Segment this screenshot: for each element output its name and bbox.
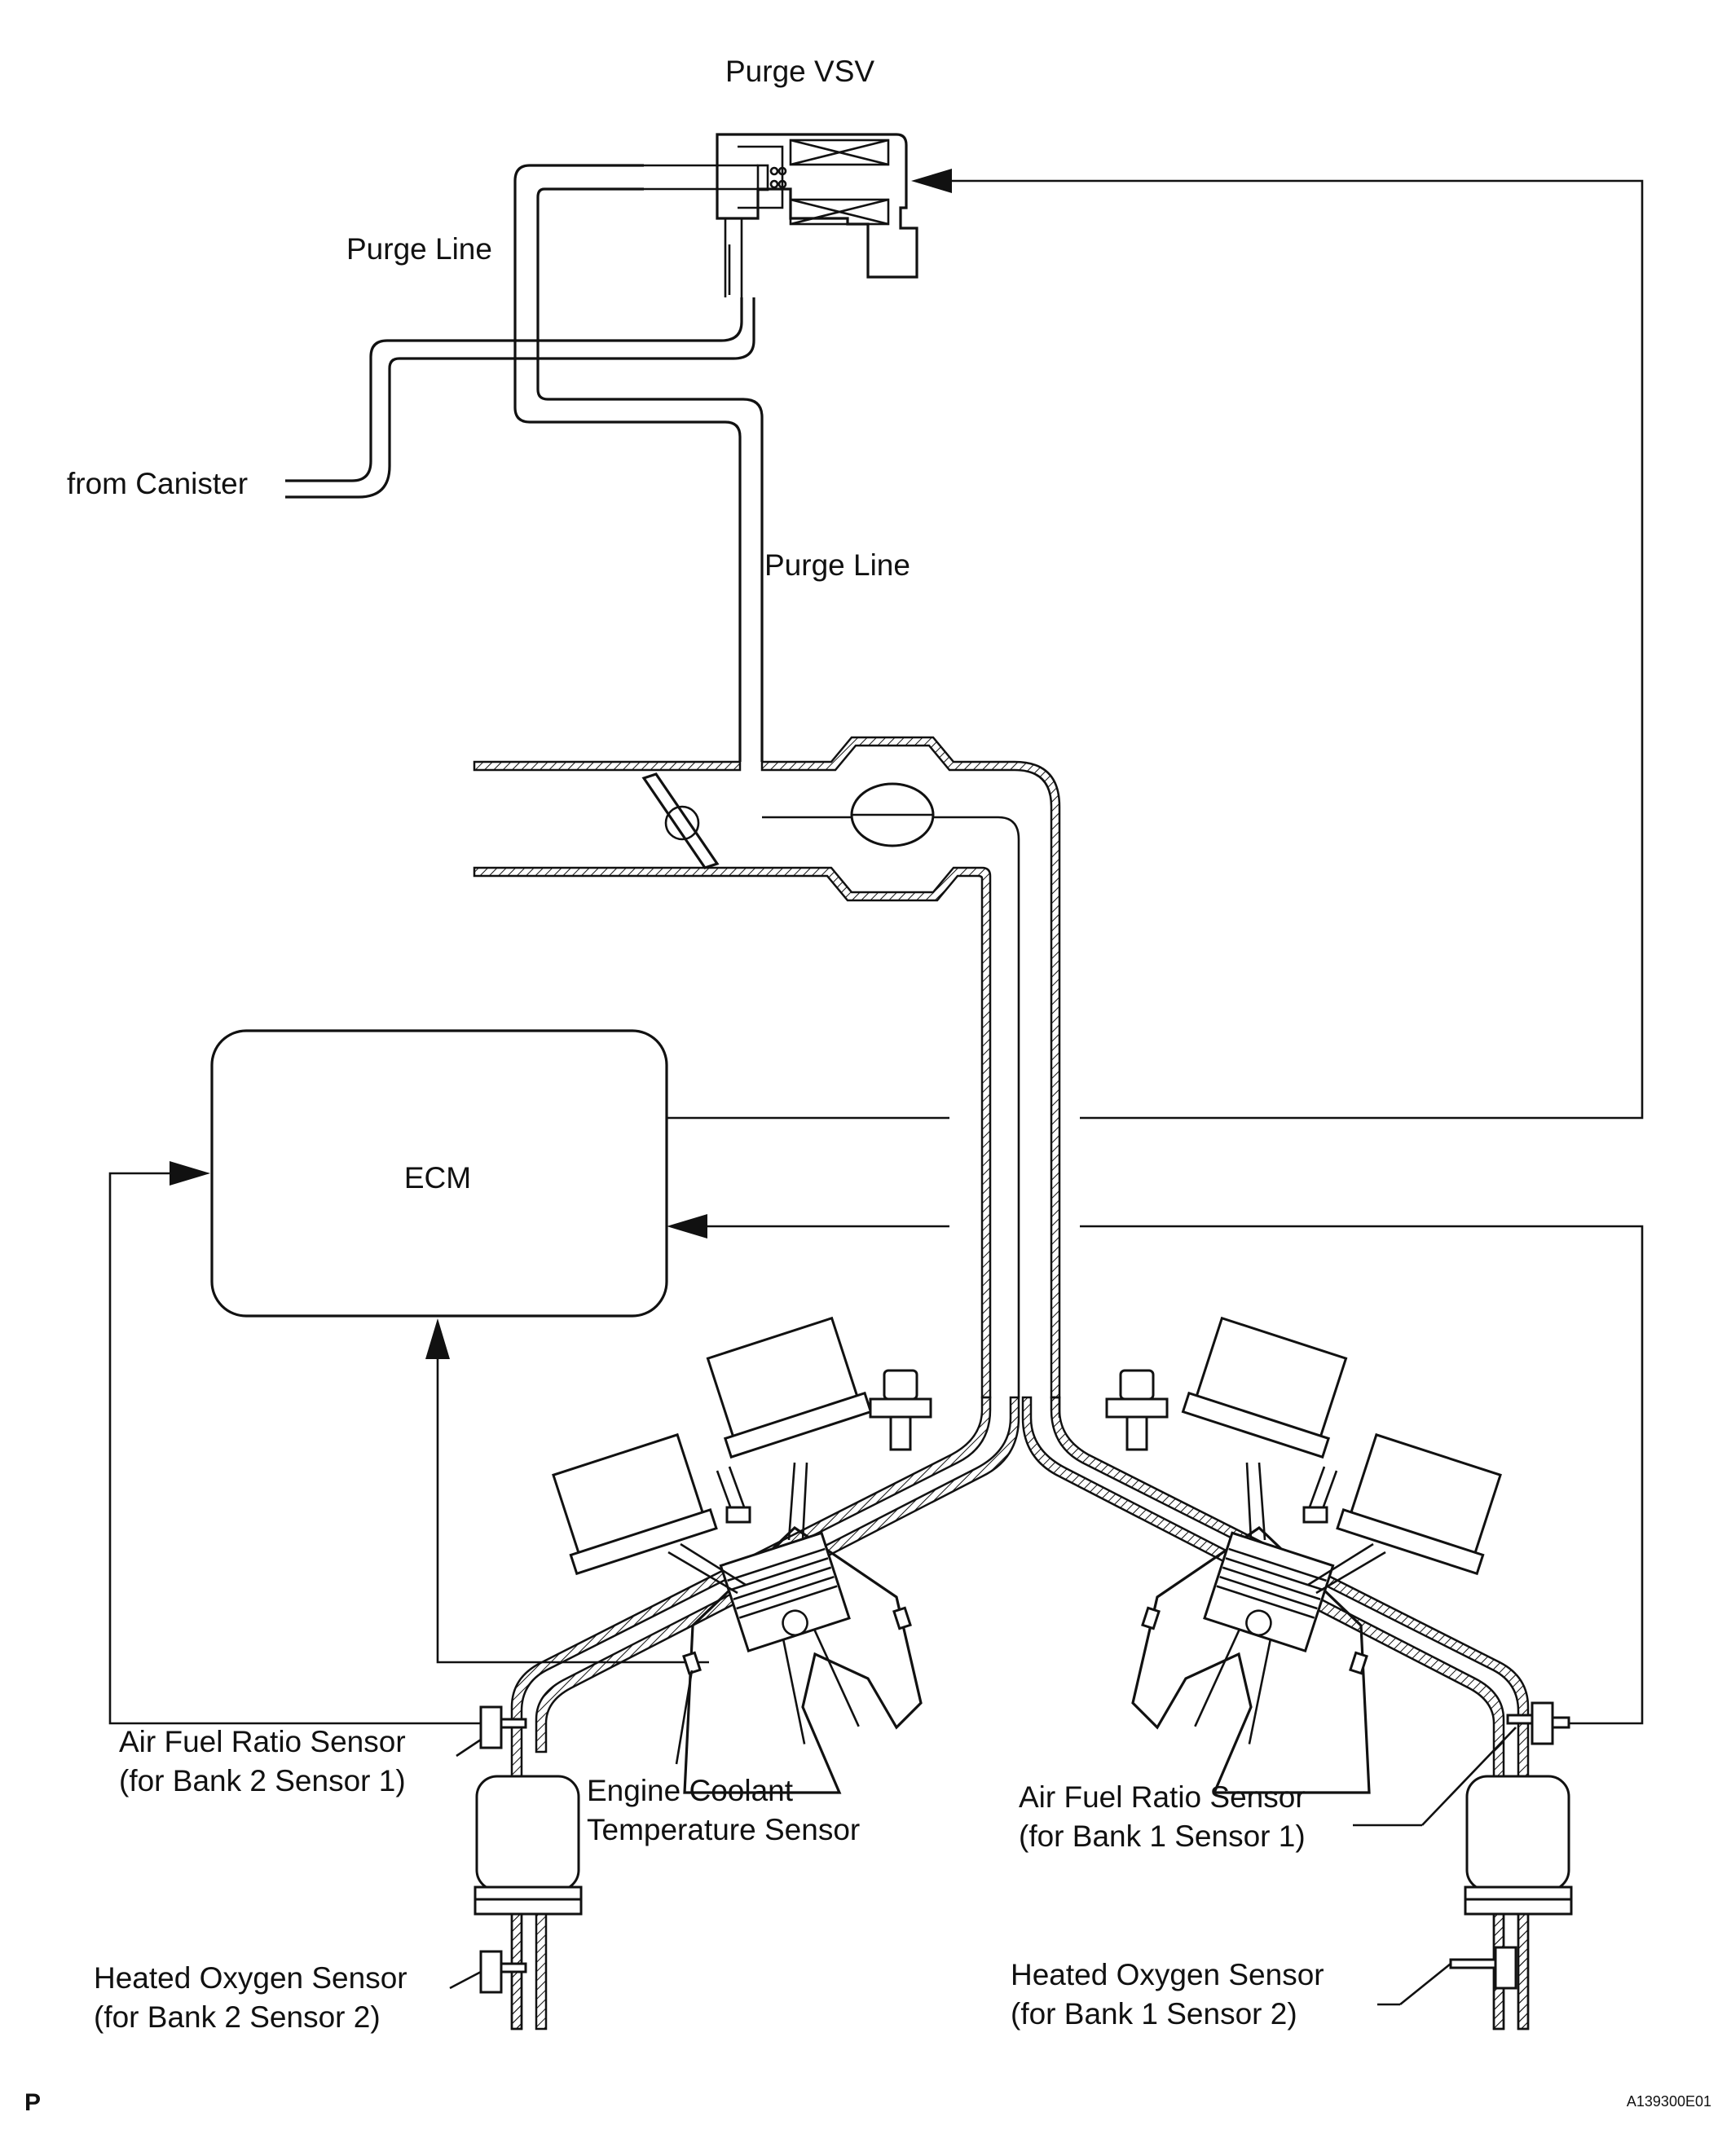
af-sensor-bank1-label-2: (for Bank 1 Sensor 1): [1019, 1819, 1306, 1853]
intake-manifold: [473, 736, 1061, 1399]
ho2-bank1-label-1: Heated Oxygen Sensor: [1011, 1958, 1324, 1991]
labels: Purge VSV Purge Line from Canister Purge…: [24, 55, 1711, 2116]
engine-bank-1: [1021, 1316, 1573, 2031]
ecm-label: ECM: [404, 1161, 471, 1195]
from-canister-label: from Canister: [67, 467, 248, 500]
purge-vsv: [644, 133, 918, 297]
purge-line-lower-label: Purge Line: [764, 548, 910, 582]
purge-line-pipes: [285, 164, 764, 762]
ho2-bank1-label-2: (for Bank 1 Sensor 2): [1011, 1997, 1297, 2031]
engine-bank-2: [449, 1316, 1061, 2031]
purge-line-upper-label: Purge Line: [346, 232, 492, 266]
corner-mark: P: [24, 2089, 41, 2116]
ho2-bank2-label-2: (for Bank 2 Sensor 2): [94, 2000, 381, 2034]
purge-vsv-label: Purge VSV: [725, 55, 874, 88]
ect-sensor-label-2: Temperature Sensor: [587, 1813, 860, 1846]
af-sensor-bank2-label-2: (for Bank 2 Sensor 1): [119, 1764, 406, 1797]
ect-sensor-label-1: Engine Coolant: [587, 1774, 794, 1807]
signal-wires: [108, 169, 1644, 1725]
figure-code: A139300E01: [1627, 2093, 1711, 2110]
ho2-bank2-label-1: Heated Oxygen Sensor: [94, 1961, 407, 1995]
ecm-box: ECM: [210, 1029, 668, 1318]
af-sensor-bank1-label-1: Air Fuel Ratio Sensor: [1019, 1780, 1306, 1814]
af-sensor-bank2-label-1: Air Fuel Ratio Sensor: [119, 1725, 406, 1758]
